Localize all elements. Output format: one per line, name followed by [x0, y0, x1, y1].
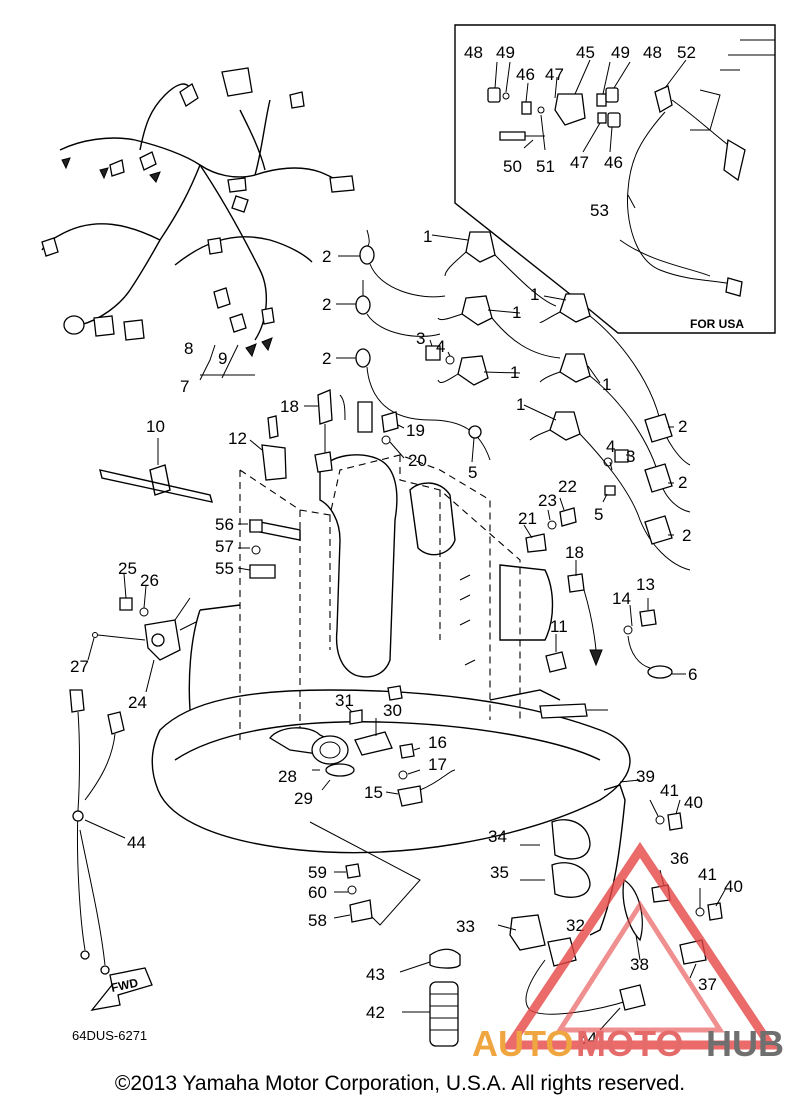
callout: 1	[602, 375, 611, 394]
callout: 57	[215, 537, 234, 556]
callout: 44	[127, 833, 146, 852]
callout: 28	[278, 767, 297, 786]
inset-label: FOR USA	[690, 317, 744, 331]
inset-callout: 47	[570, 153, 589, 172]
callout: 17	[428, 755, 447, 774]
left-parts: 10 12 56 57 55 25 26 27 24 44	[69, 417, 287, 1011]
callout: 8	[184, 339, 193, 358]
callout: 7	[180, 377, 189, 396]
inset-callout: 49	[496, 43, 515, 62]
callout: 37	[698, 975, 717, 994]
watermark-auto: AUTO	[472, 1023, 573, 1060]
inset-callout: 53	[590, 201, 609, 220]
callout: 33	[456, 917, 475, 936]
callout: 6	[688, 665, 697, 684]
inset-callout: 49	[611, 43, 630, 62]
callout: 27	[70, 657, 89, 676]
callout: 4	[436, 337, 445, 356]
callout: 1	[510, 363, 519, 382]
callout: 9	[218, 349, 227, 368]
inset-callout: 48	[464, 43, 483, 62]
inset-callout: 45	[576, 43, 595, 62]
callout: 1	[512, 303, 521, 322]
callout: 59	[308, 863, 327, 882]
watermark-hub: HUB	[706, 1023, 784, 1060]
callout: 31	[335, 691, 354, 710]
callout: 3	[626, 447, 635, 466]
callout: 32	[566, 916, 585, 935]
watermark-triangle	[501, 841, 779, 1050]
callout: 16	[428, 733, 447, 752]
callout: 18	[565, 543, 584, 562]
callout: 26	[140, 571, 159, 590]
watermark-moto: MOTO	[576, 1023, 683, 1060]
inset-callout: 46	[516, 65, 535, 84]
callout: 2	[678, 417, 687, 436]
callout: 2	[322, 349, 331, 368]
copyright-notice: ©2013 Yamaha Motor Corporation, U.S.A. A…	[114, 1072, 686, 1095]
callout: 21	[518, 509, 537, 528]
wiring-harness: 8 9 7	[41, 67, 355, 396]
callout: 40	[684, 793, 703, 812]
callout: 13	[636, 575, 655, 594]
callout: 39	[636, 767, 655, 786]
callout: 14	[612, 589, 631, 608]
ignition-coils: 1 1 1 1 1 1 2 2 2 2 2 2 3 4 5 4 3 5	[322, 227, 691, 571]
fwd-label: FWD	[110, 975, 140, 994]
inset-callout: 48	[643, 43, 662, 62]
callout: 2	[322, 295, 331, 314]
callout: 19	[406, 421, 425, 440]
callout: 5	[594, 505, 603, 524]
callout: 40	[724, 877, 743, 896]
middle-parts: 18 19 20 21 22 23 18 14 13 6 11	[267, 389, 697, 1047]
callout: 22	[558, 477, 577, 496]
callout: 56	[215, 515, 234, 534]
callout: 58	[308, 911, 327, 930]
callout: 35	[490, 863, 509, 882]
inset-for-usa: 48 49 45 49 48 52 46 47 50 51 47 46 53 F…	[454, 24, 776, 334]
callout: 11	[550, 617, 568, 636]
callout: 23	[538, 491, 557, 510]
callout: 60	[308, 883, 327, 902]
inset-callout: 46	[604, 153, 623, 172]
callout: 36	[670, 849, 689, 868]
callout: 42	[366, 1003, 385, 1022]
callout: 20	[408, 451, 427, 470]
inset-callout: 51	[536, 157, 555, 176]
callout: 41	[698, 865, 717, 884]
engine-block	[151, 454, 631, 854]
callout: 1	[516, 395, 525, 414]
right-lower-parts: 39 41 40 34 35 33 32 36 41 40 38 37 54	[456, 767, 743, 1048]
parts-diagram: 48 49 45 49 48 52 46 47 50 51 47 46 53 F…	[41, 24, 784, 1060]
inset-callout: 47	[545, 65, 564, 84]
callout: 5	[468, 463, 477, 482]
callout: 1	[530, 285, 539, 304]
callout: 2	[678, 473, 687, 492]
callout: 29	[294, 789, 313, 808]
callout: 24	[128, 693, 147, 712]
callout: 2	[322, 247, 331, 266]
callout: 2	[682, 526, 691, 545]
drawing-code: 64DUS-6271	[72, 1028, 147, 1043]
callout: 4	[606, 437, 615, 456]
callout: 34	[488, 827, 507, 846]
callout: 15	[364, 783, 383, 802]
callout: 30	[383, 701, 402, 720]
callout: 43	[366, 965, 385, 984]
callout: 10	[146, 417, 165, 436]
callout: 3	[416, 329, 425, 348]
callout: 41	[660, 781, 679, 800]
inset-callout: 50	[503, 157, 522, 176]
callout: 38	[630, 955, 649, 974]
callout: 25	[118, 559, 137, 578]
callout: 12	[228, 429, 247, 448]
inset-callout: 52	[677, 43, 696, 62]
callout: 18	[280, 397, 299, 416]
callout: 55	[215, 559, 234, 578]
callout: 1	[423, 227, 432, 246]
watermark: AUTO MOTO HUB	[472, 841, 784, 1060]
